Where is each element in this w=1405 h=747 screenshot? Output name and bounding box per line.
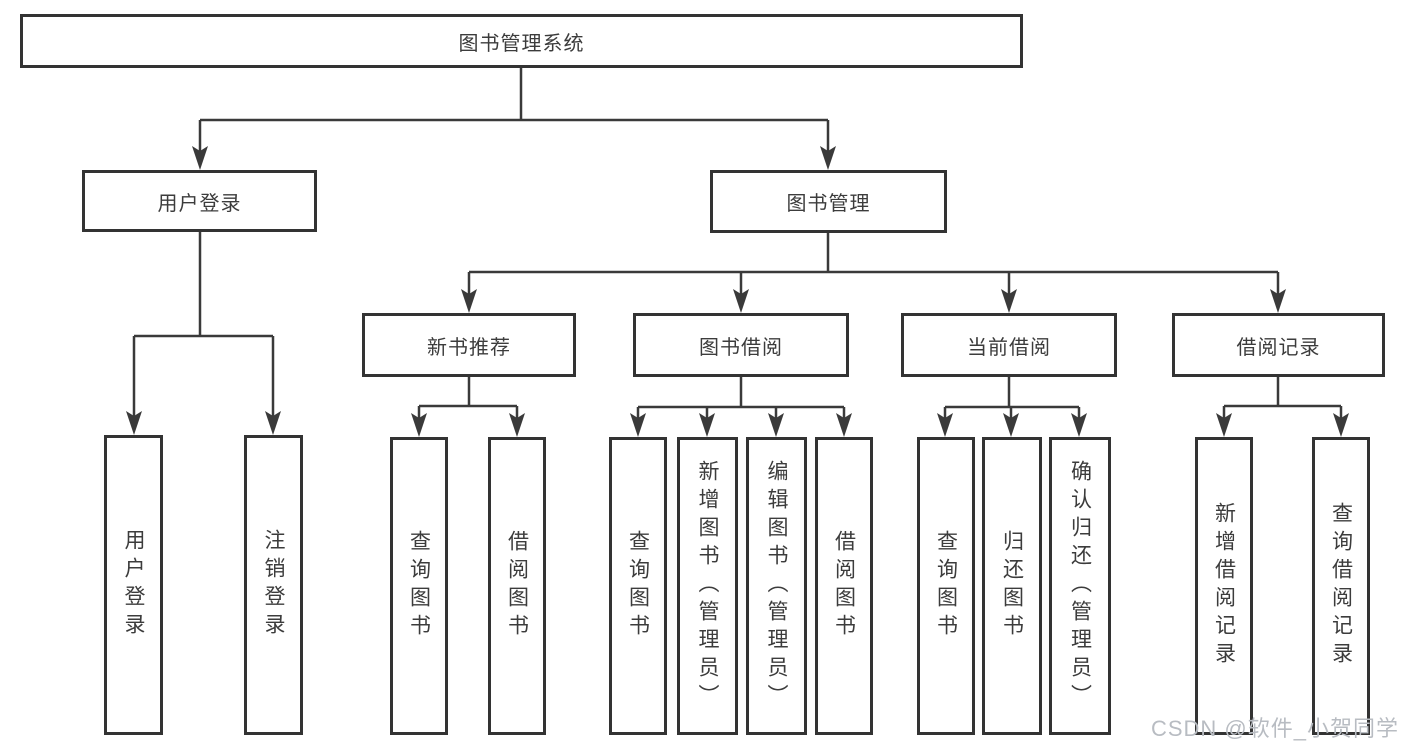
leaf-query-books-borrow: 查询图书 bbox=[609, 437, 667, 735]
connector-root-to-level2 bbox=[198, 68, 830, 153]
leaf-borrow-books-recommend: 借阅图书 bbox=[488, 437, 546, 735]
leaf-user-login-label: 用户登录 bbox=[122, 529, 145, 641]
arrow-down-icon bbox=[509, 413, 525, 437]
arrow-down-icon bbox=[265, 411, 281, 435]
leaf-edit-books-admin: 编辑图书（管理员） bbox=[746, 437, 807, 735]
node-book-management-label: 图书管理 bbox=[786, 193, 871, 215]
csdn-watermark: CSDN @软件_小贺同学 bbox=[1150, 716, 1399, 741]
node-new-book-recommend-label: 新书推荐 bbox=[427, 336, 511, 359]
leaf-query-books-current-label: 查询图书 bbox=[934, 530, 958, 642]
leaf-add-borrow-record: 新增借阅记录 bbox=[1195, 437, 1253, 735]
leaf-add-borrow-record-label: 新增借阅记录 bbox=[1212, 502, 1236, 670]
leaf-add-books-admin-label: 新增图书（管理员） bbox=[696, 460, 719, 712]
node-user-login-label: 用户登录 bbox=[157, 192, 242, 215]
arrow-down-icon bbox=[1333, 413, 1349, 437]
leaf-confirm-return-admin: 确认归还（管理员） bbox=[1049, 437, 1111, 735]
node-book-management: 图书管理 bbox=[710, 170, 947, 233]
leaf-borrow-books: 借阅图书 bbox=[815, 437, 873, 735]
leaf-user-login: 用户登录 bbox=[104, 435, 163, 735]
arrow-down-icon bbox=[1216, 413, 1232, 437]
arrow-down-icon bbox=[461, 289, 477, 313]
connector-bookmgmt-to-level3 bbox=[467, 233, 1280, 296]
connector-current-to-leaves bbox=[943, 377, 1081, 420]
arrow-down-icon bbox=[126, 411, 142, 435]
leaf-query-books-current: 查询图书 bbox=[917, 437, 975, 735]
leaf-confirm-return-admin-label: 确认归还（管理员） bbox=[1068, 460, 1092, 712]
leaf-query-borrow-record: 查询借阅记录 bbox=[1312, 437, 1370, 735]
node-current-borrow: 当前借阅 bbox=[901, 313, 1117, 377]
arrow-down-icon bbox=[937, 413, 953, 437]
arrow-down-icon bbox=[1071, 413, 1087, 437]
leaf-return-books-label: 归还图书 bbox=[1000, 530, 1024, 642]
node-user-login: 用户登录 bbox=[82, 170, 317, 232]
connector-records-to-leaves bbox=[1222, 377, 1343, 420]
leaf-borrow-books-recommend-label: 借阅图书 bbox=[505, 530, 529, 642]
node-root-label: 图书管理系统 bbox=[458, 32, 585, 55]
arrow-down-icon bbox=[411, 413, 427, 437]
node-current-borrow-label: 当前借阅 bbox=[967, 336, 1051, 359]
arrow-down-icon bbox=[1001, 289, 1017, 313]
arrow-down-icon bbox=[768, 413, 784, 437]
leaf-return-books: 归还图书 bbox=[982, 437, 1042, 735]
leaf-query-borrow-record-label: 查询借阅记录 bbox=[1329, 502, 1353, 670]
leaf-edit-books-admin-label: 编辑图书（管理员） bbox=[765, 460, 788, 712]
node-borrow-records-label: 借阅记录 bbox=[1236, 336, 1321, 359]
leaf-logout-label: 注销登录 bbox=[262, 529, 285, 641]
connector-userlogin-to-leaves bbox=[132, 232, 275, 418]
leaf-borrow-books-label: 借阅图书 bbox=[832, 530, 856, 642]
node-book-borrow: 图书借阅 bbox=[633, 313, 849, 377]
node-root: 图书管理系统 bbox=[20, 14, 1023, 68]
arrow-down-icon bbox=[836, 413, 852, 437]
arrow-down-icon bbox=[699, 413, 715, 437]
node-borrow-records: 借阅记录 bbox=[1172, 313, 1385, 377]
arrow-down-icon bbox=[733, 289, 749, 313]
arrow-down-icon bbox=[630, 413, 646, 437]
node-book-borrow-label: 图书借阅 bbox=[699, 336, 783, 359]
leaf-query-books-recommend: 查询图书 bbox=[390, 437, 448, 735]
arrow-down-icon bbox=[820, 146, 836, 170]
connector-borrow-to-leaves bbox=[636, 377, 846, 420]
node-new-book-recommend: 新书推荐 bbox=[362, 313, 576, 377]
connector-newbook-to-leaves bbox=[417, 377, 519, 420]
arrow-down-icon bbox=[192, 146, 208, 170]
arrow-down-icon bbox=[1003, 413, 1019, 437]
leaf-query-books-recommend-label: 查询图书 bbox=[407, 530, 431, 642]
arrow-down-icon bbox=[1270, 289, 1286, 313]
leaf-logout: 注销登录 bbox=[244, 435, 303, 735]
leaf-add-books-admin: 新增图书（管理员） bbox=[677, 437, 738, 735]
leaf-query-books-borrow-label: 查询图书 bbox=[626, 530, 650, 642]
